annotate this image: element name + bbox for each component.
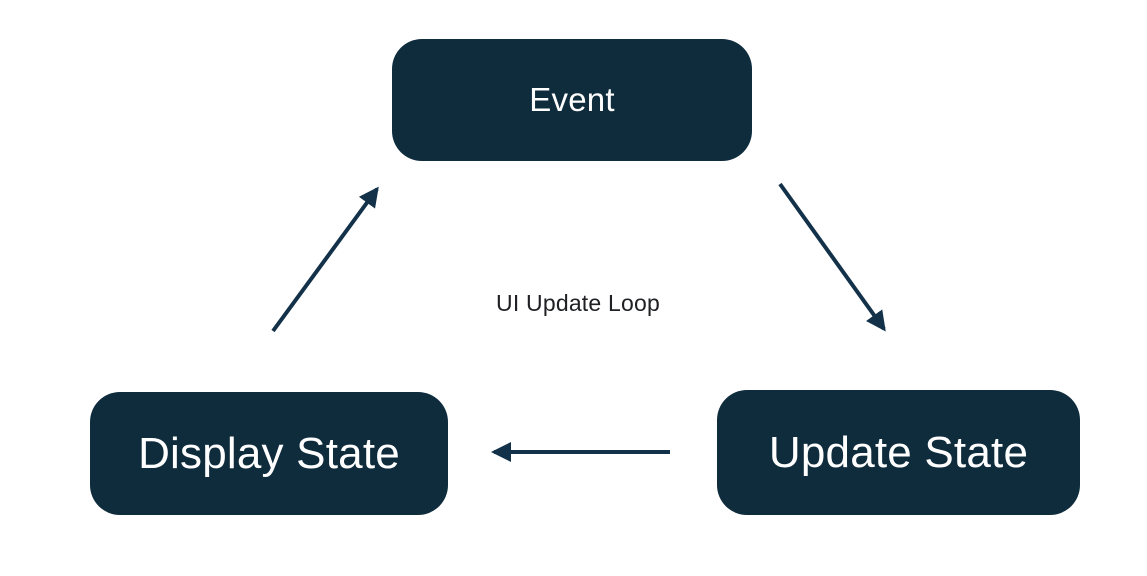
node-update-state: Update State xyxy=(717,390,1080,515)
arrow-event-to-update-state xyxy=(778,182,886,332)
node-display-state-label: Display State xyxy=(138,428,400,478)
node-event-label: Event xyxy=(529,81,615,118)
diagram-title: UI Update Loop xyxy=(496,290,660,316)
node-display-state: Display State xyxy=(90,392,448,515)
node-update-state-label: Update State xyxy=(768,427,1029,477)
node-event: Event xyxy=(392,39,752,161)
arrow-display-state-to-event xyxy=(271,186,379,333)
